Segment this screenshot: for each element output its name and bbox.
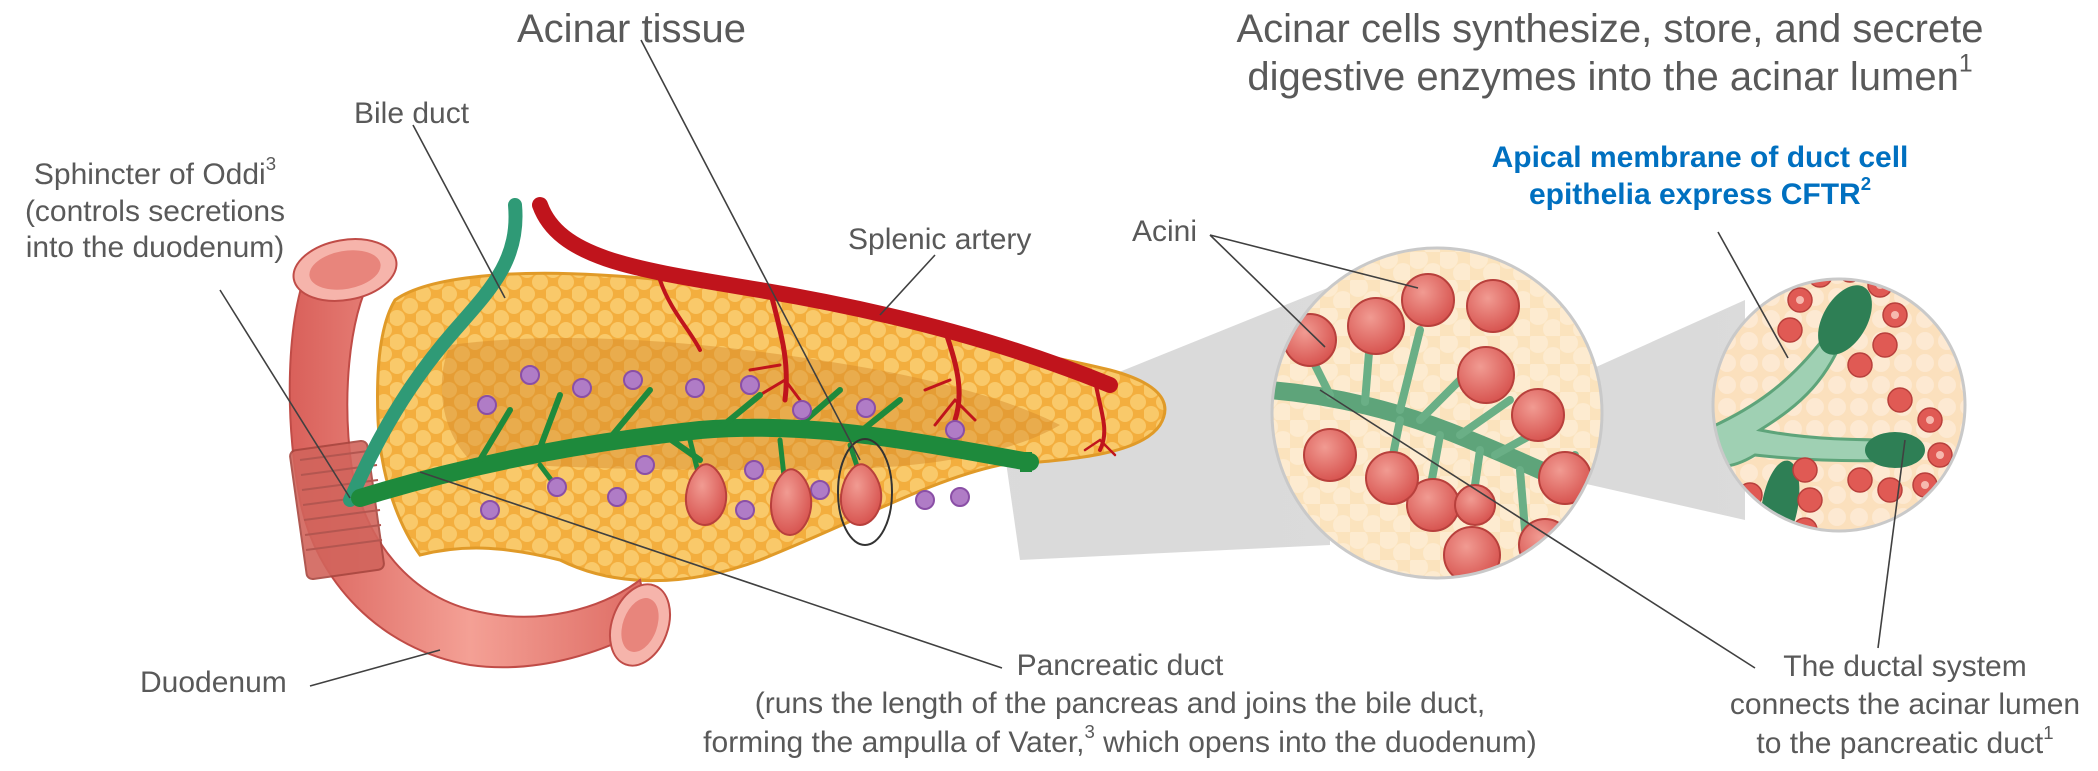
sphincter-ref: 3 bbox=[266, 153, 276, 174]
pancreatic-duct-ref: 3 bbox=[1085, 721, 1095, 742]
apical-membrane-label: Apical membrane of duct cell epithelia e… bbox=[1440, 140, 1960, 213]
sphincter-of-oddi-label: Sphincter of Oddi3 (controls secretions … bbox=[5, 157, 305, 267]
ductal-system-label: The ductal system connects the acinar lu… bbox=[1712, 648, 2098, 763]
sphincter-line3: into the duodenum) bbox=[5, 230, 305, 267]
duodenum-label: Duodenum bbox=[140, 665, 287, 702]
acini-label: Acini bbox=[1132, 214, 1197, 251]
sphincter-line1: Sphincter of Oddi bbox=[34, 158, 266, 191]
apical-line2: epithelia express CFTR bbox=[1529, 178, 1861, 211]
ductal-line1: The ductal system bbox=[1712, 648, 2098, 686]
acinar-cells-title: Acinar cells synthesize, store, and secr… bbox=[1170, 5, 2050, 101]
ductal-line2: connects the acinar lumen bbox=[1712, 686, 2098, 724]
ductal-ref: 1 bbox=[2043, 722, 2053, 743]
sphincter-line2: (controls secretions bbox=[5, 194, 305, 231]
apical-line1: Apical membrane of duct cell bbox=[1440, 140, 1960, 177]
apical-line2-wrap: epithelia express CFTR2 bbox=[1440, 177, 1960, 214]
acinar-cells-title-ref: 1 bbox=[1959, 50, 1973, 77]
acinar-cells-title-line1: Acinar cells synthesize, store, and secr… bbox=[1170, 5, 2050, 53]
pancreatic-duct-end bbox=[1020, 452, 1032, 472]
splenic-artery-label: Splenic artery bbox=[848, 222, 1031, 259]
pancreatic-duct-line1: Pancreatic duct bbox=[660, 647, 1580, 685]
bile-duct-label: Bile duct bbox=[354, 96, 469, 133]
acinar-cells-title-line2-wrap: digestive enzymes into the acinar lumen1 bbox=[1170, 53, 2050, 101]
pancreatic-duct-line3b: which opens into the duodenum) bbox=[1095, 726, 1537, 759]
pancreatic-duct-line2: (runs the length of the pancreas and joi… bbox=[660, 685, 1580, 723]
acinar-tissue-title: Acinar tissue bbox=[517, 5, 746, 54]
ductal-line3: to the pancreatic duct bbox=[1756, 727, 2043, 760]
pancreatic-duct-line3-wrap: forming the ampulla of Vater,3 which ope… bbox=[660, 724, 1580, 762]
ductal-line3-wrap: to the pancreatic duct1 bbox=[1712, 725, 2098, 763]
apical-ref: 2 bbox=[1861, 173, 1871, 194]
acinar-cells-title-line2: digestive enzymes into the acinar lumen bbox=[1247, 55, 1958, 99]
pancreatic-duct-line3a: forming the ampulla of Vater, bbox=[703, 726, 1084, 759]
sphincter-line1-wrap: Sphincter of Oddi3 bbox=[5, 157, 305, 194]
pancreatic-duct-label: Pancreatic duct (runs the length of the … bbox=[660, 647, 1580, 762]
